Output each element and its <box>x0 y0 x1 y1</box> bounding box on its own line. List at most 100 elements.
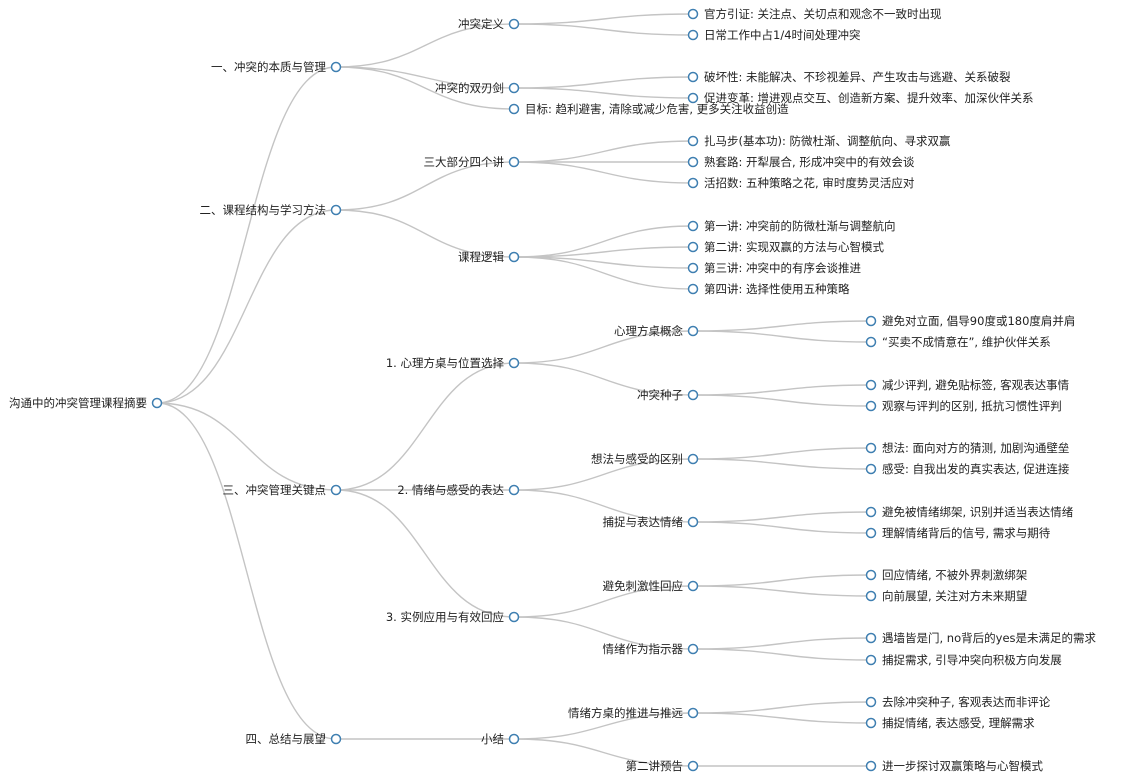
node-toggle-circle[interactable] <box>865 632 877 644</box>
node-toggle-circle[interactable] <box>687 707 699 719</box>
topic-node[interactable]: 冲突定义 <box>458 17 520 31</box>
node-toggle-circle[interactable] <box>508 18 520 30</box>
node-toggle-circle[interactable] <box>865 569 877 581</box>
node-toggle-circle[interactable] <box>687 760 699 772</box>
topic-node[interactable]: 三、冲突管理关键点 <box>223 483 342 497</box>
node-toggle-circle[interactable] <box>687 177 699 189</box>
topic-node[interactable]: 二、课程结构与学习方法 <box>200 203 342 217</box>
topic-node[interactable]: 避免刺激性回应 <box>603 579 699 593</box>
node-toggle-circle[interactable] <box>865 463 877 475</box>
leaf-node[interactable]: 捕捉需求, 引导冲突向积极方向发展 <box>865 653 1063 667</box>
topic-node[interactable]: 第二讲预告 <box>626 759 699 773</box>
topic-node[interactable]: 一、冲突的本质与管理 <box>211 60 342 74</box>
topic-node[interactable]: 小结 <box>481 732 520 746</box>
leaf-node[interactable]: “买卖不成情意在”, 维护伙伴关系 <box>865 335 1051 349</box>
node-toggle-circle[interactable] <box>508 733 520 745</box>
topic-node[interactable]: 捕捉与表达情绪 <box>603 515 699 529</box>
node-toggle-circle[interactable] <box>687 135 699 147</box>
leaf-node[interactable]: 避免对立面, 倡导90度或180度肩并肩 <box>865 314 1076 328</box>
leaf-node[interactable]: 扎马步(基本功): 防微杜渐、调整航向、寻求双赢 <box>687 134 952 148</box>
topic-node[interactable]: 想法与感受的区别 <box>591 452 699 466</box>
node-toggle-circle[interactable] <box>508 82 520 94</box>
leaf-node[interactable]: 减少评判, 避免贴标签, 客观表达事情 <box>865 378 1070 392</box>
topic-node[interactable]: 2. 情绪与感受的表达 <box>397 483 520 497</box>
node-toggle-circle[interactable] <box>151 397 163 409</box>
node-toggle-circle[interactable] <box>687 389 699 401</box>
topic-node[interactable]: 三大部分四个讲 <box>424 155 520 169</box>
leaf-node[interactable]: 向前展望, 关注对方未来期望 <box>865 589 1028 603</box>
leaf-node[interactable]: 捕捉情绪, 表达感受, 理解需求 <box>865 716 1036 730</box>
leaf-node[interactable]: 避免被情绪绑架, 识别并适当表达情绪 <box>865 505 1074 519</box>
node-toggle-circle[interactable] <box>508 484 520 496</box>
node-toggle-circle[interactable] <box>865 400 877 412</box>
node-toggle-circle[interactable] <box>865 379 877 391</box>
node-toggle-circle[interactable] <box>687 8 699 20</box>
leaf-node[interactable]: 第三讲: 冲突中的有序会谈推进 <box>687 261 862 275</box>
leaf-node[interactable]: 去除冲突种子, 客观表达而非评论 <box>865 695 1051 709</box>
branch-link <box>513 225 694 258</box>
leaf-node[interactable]: 遇墙皆是门, no背后的yes是未满足的需求 <box>865 631 1097 645</box>
topic-node[interactable]: 四、总结与展望 <box>246 732 342 746</box>
leaf-node[interactable]: 熟套路: 开犁展合, 形成冲突中的有效会谈 <box>687 155 915 169</box>
node-toggle-circle[interactable] <box>865 760 877 772</box>
leaf-node[interactable]: 第一讲: 冲突前的防微杜渐与调整航向 <box>687 219 896 233</box>
leaf-node[interactable]: 促进变革: 增进观点交互、创造新方案、提升效率、加深伙伴关系 <box>687 91 1034 105</box>
node-toggle-circle[interactable] <box>687 29 699 41</box>
leaf-node[interactable]: 想法: 面向对方的猜测, 加剧沟通壁垒 <box>865 441 1070 455</box>
topic-node[interactable]: 课程逻辑 <box>458 250 520 264</box>
node-toggle-circle[interactable] <box>687 643 699 655</box>
root-node[interactable]: 沟通中的冲突管理课程摘要 <box>9 396 163 410</box>
node-toggle-circle[interactable] <box>687 92 699 104</box>
node-toggle-circle[interactable] <box>865 336 877 348</box>
leaf-node[interactable]: 进一步探讨双赢策略与心智模式 <box>865 759 1044 773</box>
leaf-node[interactable]: 日常工作中占1/4时间处理冲突 <box>687 28 862 42</box>
node-toggle-circle[interactable] <box>687 241 699 253</box>
leaf-node[interactable]: 官方引证: 关注点、关切点和观念不一致时出现 <box>687 7 942 21</box>
leaf-node[interactable]: 破坏性: 未能解决、不珍视差异、产生攻击与逃避、关系破裂 <box>687 70 1012 84</box>
topic-node[interactable]: 冲突种子 <box>637 388 699 402</box>
node-label: 理解情绪背后的信号, 需求与期待 <box>882 526 1051 540</box>
topic-node[interactable]: 情绪方桌的推进与推远 <box>568 706 699 720</box>
topic-node[interactable]: 情绪作为指示器 <box>603 642 699 656</box>
node-toggle-circle[interactable] <box>330 733 342 745</box>
leaf-node[interactable]: 感受: 自我出发的真实表达, 促进连接 <box>865 462 1070 476</box>
node-toggle-circle[interactable] <box>687 156 699 168</box>
node-toggle-circle[interactable] <box>687 453 699 465</box>
leaf-node[interactable]: 观察与评判的区别, 抵抗习惯性评判 <box>865 399 1062 413</box>
node-toggle-circle[interactable] <box>865 527 877 539</box>
node-toggle-circle[interactable] <box>508 357 520 369</box>
node-toggle-circle[interactable] <box>687 516 699 528</box>
leaf-node[interactable]: 目标: 趋利避害, 清除或减少危害, 更多关注收益创造 <box>508 102 790 116</box>
node-toggle-circle[interactable] <box>865 696 877 708</box>
leaf-node[interactable]: 第二讲: 实现双赢的方法与心智模式 <box>687 240 885 254</box>
node-toggle-circle[interactable] <box>508 611 520 623</box>
leaf-node[interactable]: 第四讲: 选择性使用五种策略 <box>687 282 851 296</box>
leaf-node[interactable]: 回应情绪, 不被外界刺激绑架 <box>865 568 1028 582</box>
node-toggle-circle[interactable] <box>687 283 699 295</box>
node-toggle-circle[interactable] <box>508 156 520 168</box>
node-toggle-circle[interactable] <box>865 442 877 454</box>
topic-node[interactable]: 3. 实例应用与有效回应 <box>386 610 520 624</box>
topic-node[interactable]: 冲突的双刃剑 <box>435 81 520 95</box>
node-label: 向前展望, 关注对方未来期望 <box>882 589 1027 603</box>
topic-node[interactable]: 心理方桌概念 <box>614 324 699 338</box>
node-toggle-circle[interactable] <box>687 220 699 232</box>
node-toggle-circle[interactable] <box>508 103 520 115</box>
node-toggle-circle[interactable] <box>865 506 877 518</box>
node-toggle-circle[interactable] <box>865 590 877 602</box>
leaf-node[interactable]: 活招数: 五种策略之花, 审时度势灵活应对 <box>687 176 915 190</box>
node-toggle-circle[interactable] <box>865 654 877 666</box>
node-toggle-circle[interactable] <box>865 315 877 327</box>
node-toggle-circle[interactable] <box>865 717 877 729</box>
node-toggle-circle[interactable] <box>330 484 342 496</box>
node-toggle-circle[interactable] <box>687 580 699 592</box>
node-toggle-circle[interactable] <box>687 325 699 337</box>
node-toggle-circle[interactable] <box>330 61 342 73</box>
node-toggle-circle[interactable] <box>330 204 342 216</box>
node-label: 第三讲: 冲突中的有序会谈推进 <box>704 261 862 275</box>
topic-node[interactable]: 1. 心理方桌与位置选择 <box>386 356 520 370</box>
node-toggle-circle[interactable] <box>687 262 699 274</box>
leaf-node[interactable]: 理解情绪背后的信号, 需求与期待 <box>865 526 1051 540</box>
node-toggle-circle[interactable] <box>508 251 520 263</box>
node-toggle-circle[interactable] <box>687 71 699 83</box>
